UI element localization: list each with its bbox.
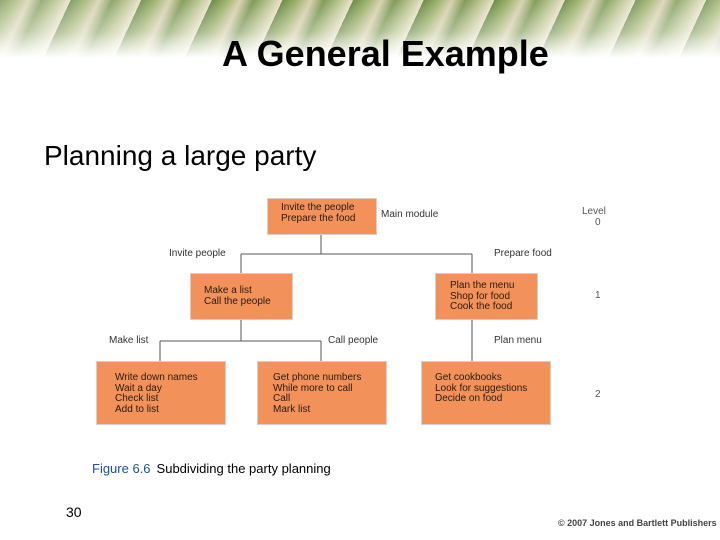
- edge-label-prepare-food: Prepare food: [494, 248, 552, 259]
- main-module-box: Invite the people Prepare the food: [267, 198, 377, 235]
- prepare-line-3: Cook the food: [450, 301, 513, 312]
- figure-caption: Figure 6.6 Subdividing the party planning: [92, 461, 331, 476]
- plan-menu-box: Get cookbooks Look for suggestions Decid…: [421, 361, 551, 425]
- plan-line-3: Decide on food: [435, 393, 503, 404]
- call-people-box: Get phone numbers While more to call Cal…: [257, 361, 387, 425]
- plan-line-1: Get cookbooks: [435, 372, 502, 383]
- make-list-line-2: Wait a day: [115, 382, 162, 394]
- page-number: 30: [66, 504, 82, 520]
- edge-label-call-people: Call people: [328, 335, 379, 346]
- make-list-line-1: Write down names: [115, 372, 198, 383]
- make-list-box: Write down names Wait a day Check list A…: [96, 361, 226, 425]
- level-header: Level: [582, 206, 606, 217]
- make-list-line-3: Check list: [115, 393, 159, 404]
- invite-line-1: Make a list: [204, 285, 252, 296]
- level-2: 2: [595, 389, 601, 400]
- call-line-3: Call: [273, 393, 291, 404]
- make-list-line-4: Add to list: [115, 403, 159, 415]
- slide-title: A General Example: [222, 33, 549, 74]
- invite-line-2: Call the people: [204, 295, 271, 307]
- copyright-notice: © 2007 Jones and Bartlett Publishers: [558, 518, 717, 528]
- header-banner: [0, 0, 720, 58]
- edge-label-make-list: Make list: [109, 335, 149, 346]
- prepare-line-2: Shop for food: [450, 290, 511, 302]
- main-line-2: Prepare the food: [281, 212, 356, 224]
- level-1: 1: [595, 290, 601, 301]
- plan-line-2: Look for suggestions: [435, 382, 528, 394]
- level-0: 0: [595, 217, 601, 228]
- main-line-1: Invite the people: [281, 202, 355, 213]
- prepare-line-1: Plan the menu: [450, 280, 515, 291]
- call-line-1: Get phone numbers: [273, 372, 362, 383]
- call-line-2: While more to call: [273, 382, 353, 394]
- edge-label-plan-menu: Plan menu: [494, 335, 542, 346]
- slide-subtitle: Planning a large party: [44, 140, 317, 171]
- prepare-food-box: Plan the menu Shop for food Cook the foo…: [435, 273, 538, 320]
- figure-number: Figure 6.6: [92, 461, 151, 476]
- main-module-label: Main module: [381, 209, 439, 220]
- edge-label-invite-people: Invite people: [169, 248, 226, 259]
- call-line-4: Mark list: [273, 403, 311, 415]
- invite-people-box: Make a list Call the people: [190, 273, 293, 320]
- figure-caption-text: Subdividing the party planning: [156, 461, 331, 476]
